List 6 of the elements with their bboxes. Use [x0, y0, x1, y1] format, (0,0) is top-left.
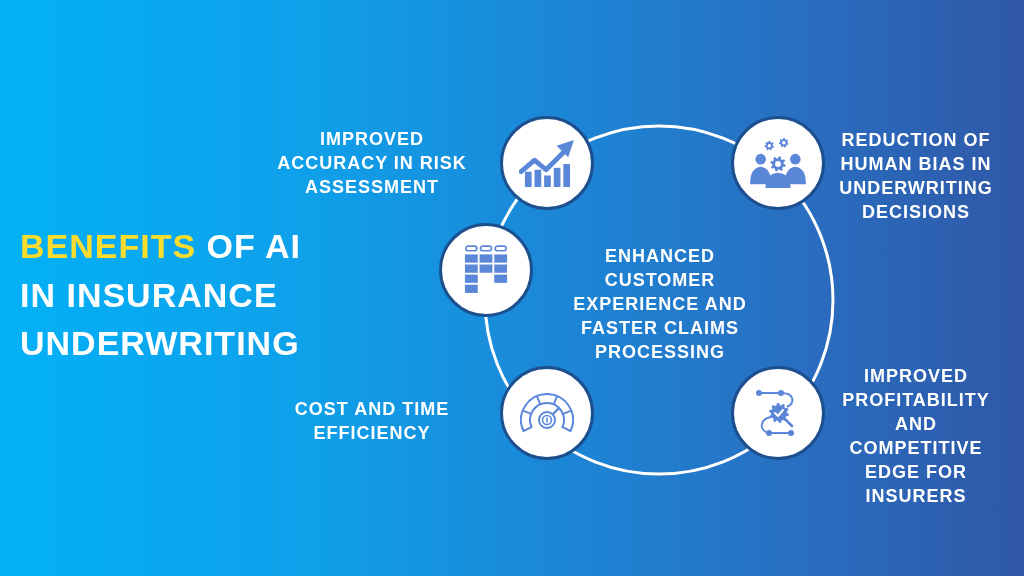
heading: BENEFITS OF AI IN INSURANCE UNDERWRITING [20, 226, 302, 364]
benefit-label: IMPROVED PROFITABILITY AND COMPETITIVE EDGE FOR INSURERS [841, 365, 991, 508]
benefit-label: IMPROVED ACCURACY IN RISK ASSESSMENT [276, 128, 468, 199]
benefit-label: COST AND TIME EFFICIENCY [293, 398, 451, 445]
benefit-label: REDUCTION OF HUMAN BIAS IN UNDERWRITING DECISIONS [838, 129, 994, 224]
benefit-label: ENHANCED CUSTOMER EXPERIENCE AND FASTER CLAIMS PROCESSING [572, 245, 748, 364]
